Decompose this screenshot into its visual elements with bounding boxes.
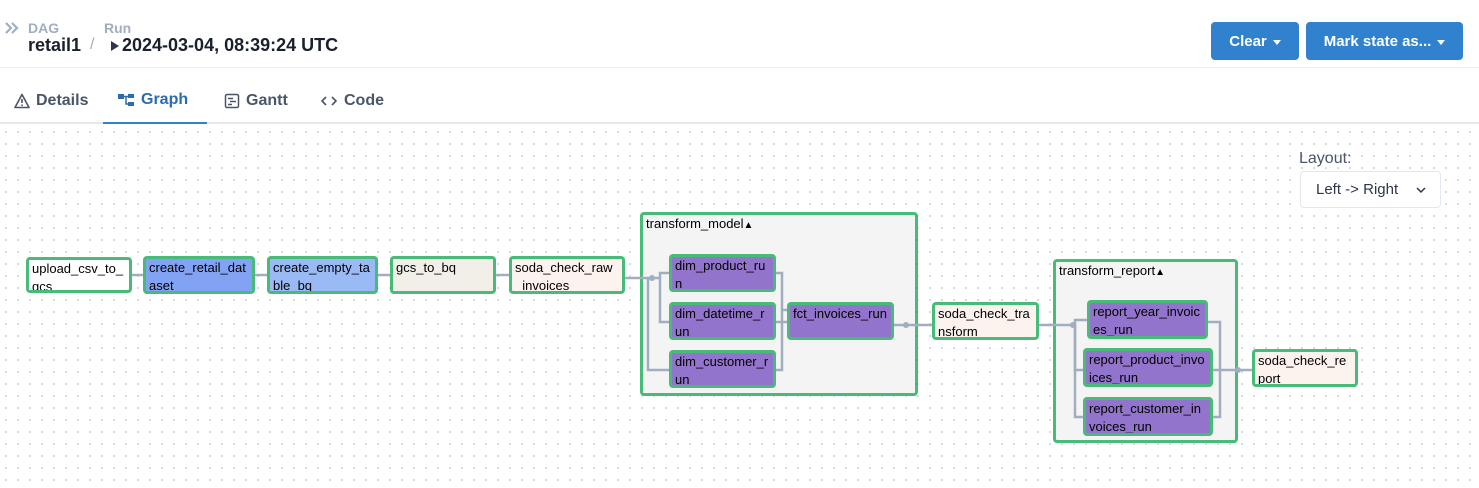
task-node-upload-csv-to-gcs[interactable]: upload_csv_to_gcs: [26, 257, 132, 293]
breadcrumb-run-label: Run: [104, 20, 132, 36]
tab-graph-label: Graph: [141, 91, 189, 108]
task-node-soda-check-transform[interactable]: soda_check_transform: [932, 302, 1039, 340]
breadcrumb-run-value[interactable]: 2024-03-04, 08:39:24 UTC: [122, 35, 339, 55]
layout-select[interactable]: Left -> Right: [1300, 171, 1441, 208]
run-play-icon: [111, 41, 119, 51]
tab-gantt-label: Gantt: [246, 92, 288, 109]
tab-graph[interactable]: Graph: [103, 78, 207, 124]
tab-details-label: Details: [36, 92, 89, 109]
chevron-up-icon: ▲: [1155, 267, 1165, 278]
task-node-report-year-invoices-run[interactable]: report_year_invoices_run: [1087, 300, 1208, 339]
page-header: DAG retail1 / Run 2024-03-04, 08:39:24 U…: [0, 0, 1479, 68]
warning-triangle-icon: [14, 93, 30, 109]
breadcrumb-dag-label: DAG: [28, 20, 60, 36]
tab-code[interactable]: Code: [306, 78, 398, 124]
breadcrumb-dag-value[interactable]: retail1: [28, 35, 82, 55]
task-node-dim-product-run[interactable]: dim_product_run: [669, 254, 776, 292]
breadcrumb-separator: /: [90, 36, 95, 53]
clear-button-label: Clear: [1229, 32, 1267, 50]
chevron-down-icon: [1437, 39, 1446, 45]
chevron-down-icon: [1416, 187, 1426, 194]
layout-label: Layout:: [1299, 150, 1352, 167]
layout-select-value: Left -> Right: [1316, 181, 1399, 198]
task-group-label: transform_model▲: [646, 216, 754, 231]
task-node-gcs-to-bq[interactable]: gcs_to_bq: [390, 256, 496, 294]
tab-gantt[interactable]: Gantt: [210, 78, 302, 124]
task-node-fct-invoices-run[interactable]: fct_invoices_run: [787, 302, 894, 340]
task-node-report-customer-invoices-run[interactable]: report_customer_invoices_run: [1083, 397, 1213, 436]
task-node-dim-datetime-run[interactable]: dim_datetime_run: [669, 302, 776, 340]
chevron-up-icon: ▲: [743, 220, 754, 231]
gantt-icon: [224, 93, 240, 109]
code-icon: [320, 96, 338, 106]
mark-state-button[interactable]: Mark state as...: [1306, 22, 1463, 60]
tab-code-label: Code: [344, 92, 384, 109]
tab-details[interactable]: Details: [0, 78, 102, 124]
task-node-soda-check-raw-invoices[interactable]: soda_check_raw_invoices: [509, 256, 625, 294]
task-node-soda-check-report[interactable]: soda_check_report: [1252, 349, 1358, 387]
tab-bar: Details Graph Gantt Code: [0, 78, 1479, 124]
collapse-sidebar-icon[interactable]: [4, 20, 20, 36]
task-group-label: transform_report▲: [1059, 263, 1165, 278]
task-node-create-empty-table-bq[interactable]: create_empty_table_bq: [267, 256, 378, 294]
clear-button[interactable]: Clear: [1211, 22, 1299, 60]
mark-state-button-label: Mark state as...: [1323, 32, 1432, 50]
task-node-create-retail-dataset[interactable]: create_retail_dataset: [143, 256, 255, 294]
task-node-dim-customer-run[interactable]: dim_customer_run: [669, 350, 776, 388]
chevron-down-icon: [1272, 39, 1281, 45]
graph-icon: [118, 94, 134, 106]
task-node-report-product-invoices-run[interactable]: report_product_invoices_run: [1083, 348, 1213, 387]
